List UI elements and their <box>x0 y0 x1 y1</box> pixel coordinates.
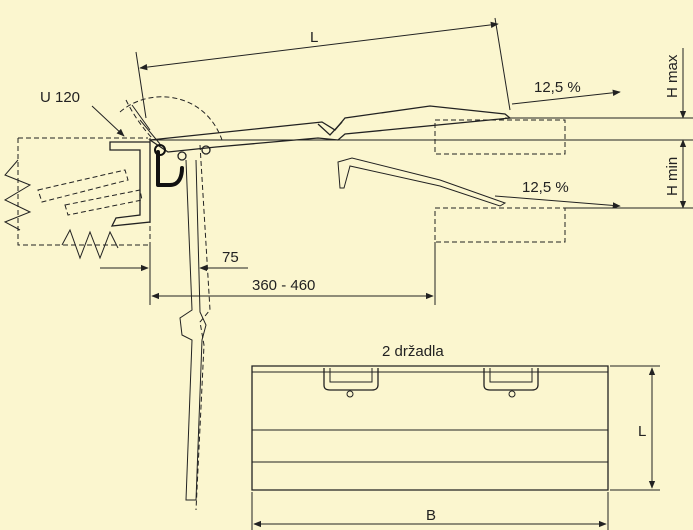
swing-arc <box>119 96 223 141</box>
dimension-length-plan: L <box>610 365 660 491</box>
leveller-plate <box>131 104 512 153</box>
width-plan-label: B <box>426 507 436 524</box>
slope-top-label: 12,5 % <box>534 79 581 96</box>
slope-bottom: 12,5 % <box>494 179 621 209</box>
profile-callout: U 120 <box>40 89 125 137</box>
offset-label: 75 <box>222 249 239 266</box>
handle-right <box>483 368 539 398</box>
slope-bottom-label: 12,5 % <box>522 179 569 196</box>
dimension-range: 360 - 460 <box>151 242 436 305</box>
handle-left <box>323 368 379 398</box>
dimension-width-plan: B <box>251 492 609 530</box>
length-top-label: L <box>310 29 318 46</box>
slope-top: 12,5 % <box>511 79 621 105</box>
lowered-lip <box>337 157 507 207</box>
range-label: 360 - 460 <box>252 277 315 294</box>
building-edge <box>3 137 151 260</box>
truck-bed-top <box>434 119 566 155</box>
dimension-length-top: L <box>135 17 511 119</box>
dimension-height: H max H min <box>664 48 687 209</box>
h-max-label: H max <box>664 54 681 98</box>
h-min-label: H min <box>664 157 681 196</box>
dimension-offset: 75 <box>100 245 248 305</box>
hinge-bracket <box>154 144 211 187</box>
handles-label: 2 držadla <box>382 343 444 360</box>
u120-channel <box>109 141 151 227</box>
plan-view: 2 držadla <box>251 343 609 491</box>
profile-label: U 120 <box>40 89 80 106</box>
reference-lines <box>150 117 693 209</box>
length-plan-label: L <box>638 423 646 440</box>
truck-bed-bottom <box>434 207 566 243</box>
hanging-lip <box>179 144 211 511</box>
